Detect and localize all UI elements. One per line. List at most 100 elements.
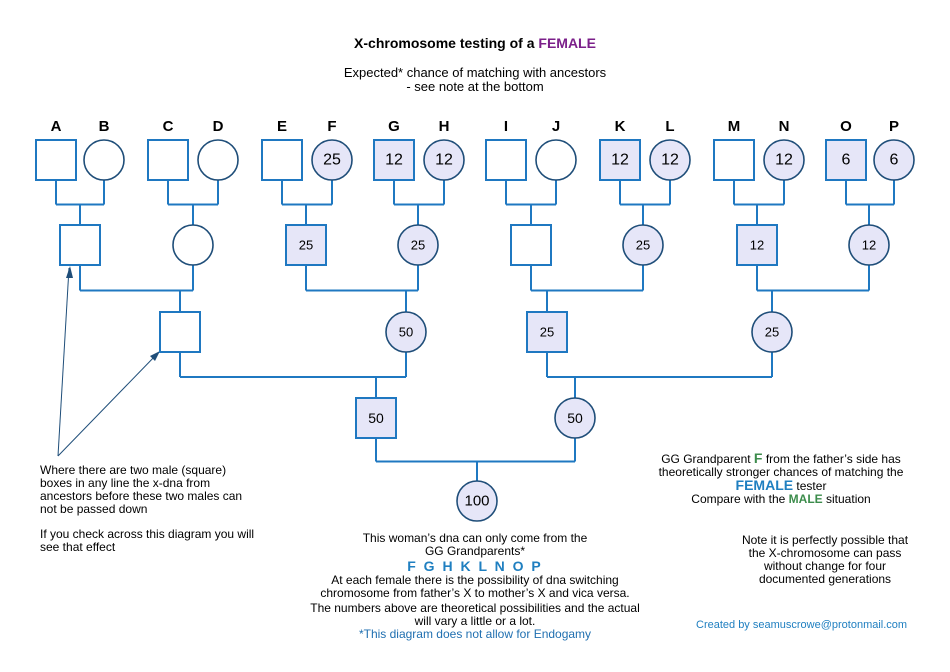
- credit-text: Created by seamuscrowe@protonmail.com: [696, 619, 908, 631]
- gg-grandparent-a: [35, 139, 77, 181]
- female-circle: [456, 480, 498, 522]
- mother: 50: [554, 397, 596, 439]
- subtitle-line-1: Expected* chance of matching with ancest…: [343, 65, 607, 80]
- g-grandparent-6: 25: [622, 224, 664, 266]
- female-circle: [83, 139, 125, 181]
- title-female: FEMALE: [538, 35, 596, 51]
- match-percent: 12: [750, 238, 764, 253]
- g-grandparent-1: [59, 224, 101, 266]
- right-note-post: from the father’s side has theoretically…: [658, 452, 904, 479]
- gg-grandparent-c: [147, 139, 189, 181]
- match-percent: 12: [661, 152, 679, 169]
- male-square: [261, 139, 303, 181]
- male-square: [147, 139, 189, 181]
- male-square: [485, 139, 527, 181]
- right-note-tester: tester: [793, 479, 827, 493]
- father: 50: [355, 397, 397, 439]
- male-square: [355, 397, 397, 439]
- ancestor-letter-e: E: [276, 118, 287, 135]
- male-square: [35, 139, 77, 181]
- gg-grandparent-b: [83, 139, 125, 181]
- ancestor-letter-c: C: [162, 118, 174, 135]
- gg-grandparent-g: 12: [373, 139, 415, 181]
- male-square: [510, 224, 552, 266]
- female-circle: [554, 397, 596, 439]
- gg-grandparent-m: [713, 139, 755, 181]
- grandparent-3: 25: [526, 311, 568, 353]
- male-square: [599, 139, 641, 181]
- g-grandparent-8: 12: [848, 224, 890, 266]
- ancestor-letter-g: G: [388, 118, 400, 135]
- ancestor-letter-l: L: [665, 118, 675, 135]
- right-note-2: Note it is perfectly possible that the X…: [741, 533, 909, 586]
- match-percent: 50: [567, 410, 583, 426]
- grandparent-2: 50: [385, 311, 427, 353]
- match-percent: 12: [435, 152, 453, 169]
- gg-grandparent-h: 12: [423, 139, 465, 181]
- g-grandparent-2: [172, 224, 214, 266]
- male-square: [825, 139, 867, 181]
- gg-grandparent-l: 12: [649, 139, 691, 181]
- ancestor-letter-p: P: [888, 118, 899, 135]
- female-circle: [873, 139, 915, 181]
- female-circle: [397, 224, 439, 266]
- bottom-line-4: The numbers above are theoretical possib…: [310, 601, 640, 628]
- match-percent: 100: [464, 493, 489, 510]
- grandparent-4: 25: [751, 311, 793, 353]
- female-circle: [385, 311, 427, 353]
- grandparent-1: [159, 311, 201, 353]
- male-square: [59, 224, 101, 266]
- right-note-letter-f: F: [753, 450, 763, 466]
- right-note-compare-post: situation: [822, 492, 871, 506]
- ancestor-letter-o: O: [840, 118, 852, 135]
- left-note-1: Where there are two male (square) boxes …: [40, 463, 243, 516]
- ancestor-letter-j: J: [551, 118, 561, 135]
- female-circle: [535, 139, 577, 181]
- right-note-1: GG Grandparent F from the father’s side …: [650, 450, 912, 506]
- female-circle: [763, 139, 805, 181]
- female-circle: [649, 139, 691, 181]
- male-square: [159, 311, 201, 353]
- gg-grandparent-n: 12: [763, 139, 805, 181]
- female-circle: [197, 139, 239, 181]
- match-percent: 25: [765, 325, 779, 340]
- g-grandparent-5: [510, 224, 552, 266]
- arrow-line-1: [57, 267, 70, 457]
- tester-female: 100: [456, 480, 498, 522]
- gg-grandparent-j: [535, 139, 577, 181]
- right-note-female: FEMALE: [735, 477, 794, 493]
- right-note-compare-pre: Compare with the: [691, 492, 789, 506]
- male-square: [526, 311, 568, 353]
- match-percent: 50: [368, 410, 384, 426]
- arrowhead-2: [150, 351, 160, 361]
- ancestor-letter-n: N: [778, 118, 790, 135]
- gg-grandparent-o: 6: [825, 139, 867, 181]
- match-percent: 12: [862, 238, 876, 253]
- bottom-line-2: GG Grandparents*: [424, 544, 526, 558]
- g-grandparent-3: 25: [285, 224, 327, 266]
- left-note-2: If you check across this diagram you wil…: [40, 527, 255, 554]
- bottom-line-3: At each female there is the possibility …: [320, 573, 630, 600]
- match-percent: 25: [636, 238, 650, 253]
- ancestor-letter-d: D: [212, 118, 224, 135]
- match-percent: 25: [323, 152, 341, 169]
- arrow-line-2: [57, 352, 159, 457]
- subtitle-line-2: - see note at the bottom: [406, 79, 544, 94]
- ancestor-letter-m: M: [727, 118, 741, 135]
- male-square: [285, 224, 327, 266]
- match-percent: 6: [842, 152, 851, 169]
- right-note-male: MALE: [788, 492, 823, 506]
- match-percent: 50: [399, 325, 413, 340]
- female-circle: [172, 224, 214, 266]
- match-percent: 25: [299, 238, 313, 253]
- male-square: [736, 224, 778, 266]
- ancestor-letter-a: A: [50, 118, 62, 135]
- gg-grandparent-d: [197, 139, 239, 181]
- page-title: X-chromosome testing of a FEMALE: [0, 35, 950, 51]
- match-percent: 25: [540, 325, 554, 340]
- male-square: [713, 139, 755, 181]
- bottom-notes: This woman’s dna can only come from the …: [310, 532, 640, 641]
